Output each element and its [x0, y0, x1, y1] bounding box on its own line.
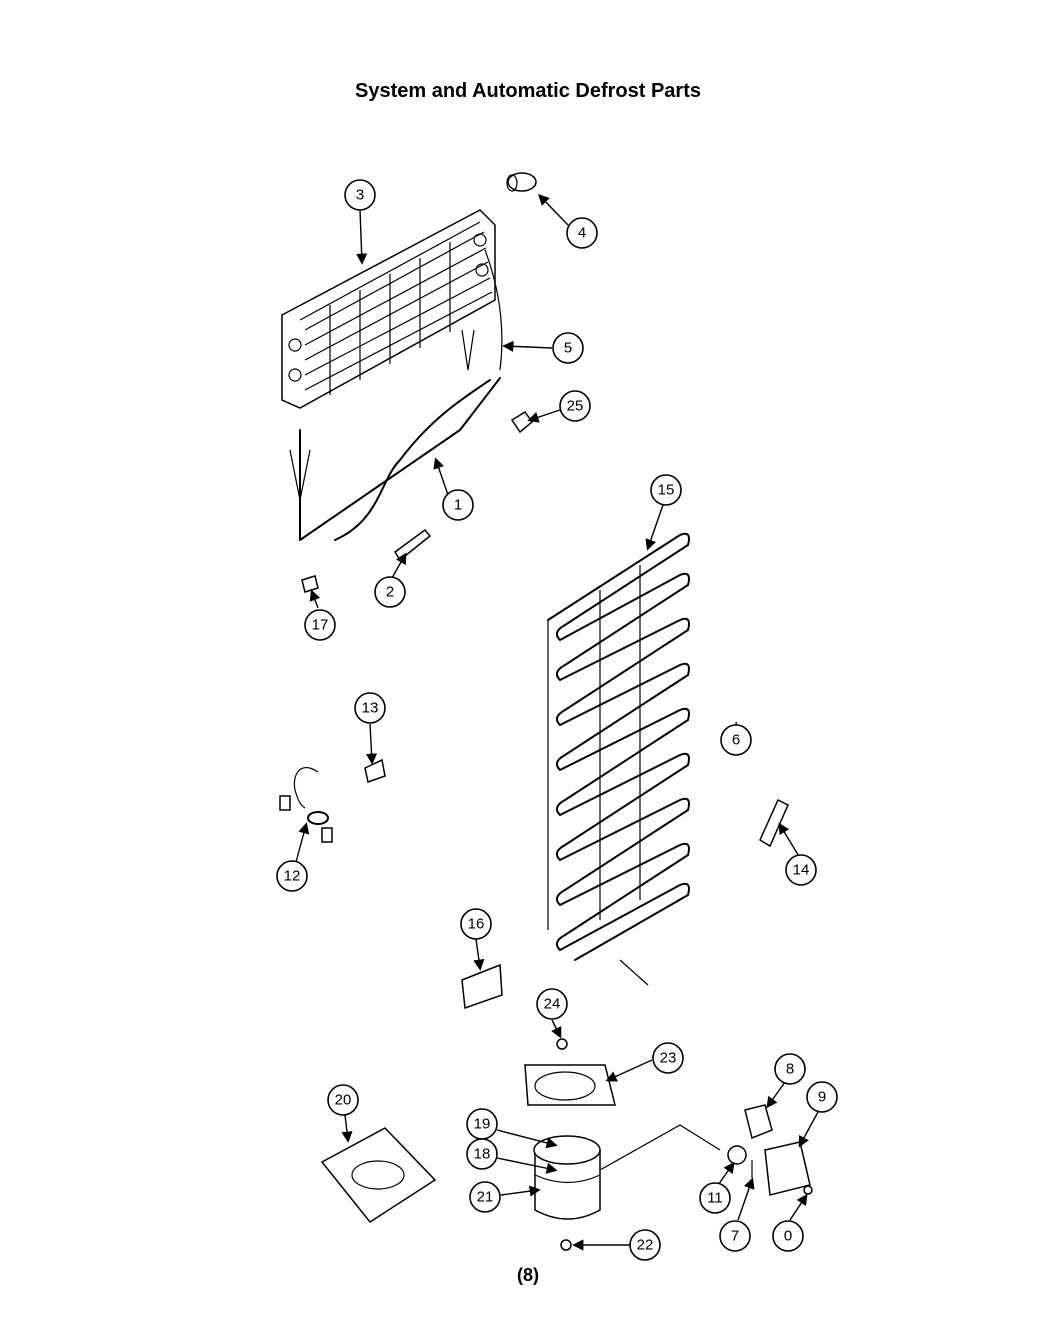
- callout-2: 2: [374, 576, 406, 608]
- svg-text:21: 21: [477, 1189, 494, 1206]
- grommet-24-drawing: [556, 1038, 568, 1050]
- svg-text:8: 8: [786, 1061, 794, 1078]
- callout-13: 13: [354, 692, 386, 724]
- callout-25: 25: [559, 390, 591, 422]
- base-plate-20-drawing: [320, 1127, 437, 1223]
- harness-12-drawing: [279, 767, 333, 843]
- svg-text:17: 17: [312, 617, 329, 634]
- bracket-13-drawing: [364, 758, 386, 783]
- svg-text:25: 25: [567, 398, 584, 415]
- drain-tray-23-drawing: [524, 1064, 616, 1106]
- drier-14-drawing: [759, 798, 789, 848]
- svg-text:23: 23: [660, 1050, 677, 1067]
- svg-text:4: 4: [578, 225, 586, 242]
- svg-text:9: 9: [818, 1089, 826, 1106]
- callout-24: 24: [536, 988, 568, 1020]
- relay-assembly-drawing: [727, 1104, 813, 1196]
- evaporator-drawing: [281, 209, 496, 409]
- callout-15: 15: [650, 474, 682, 506]
- svg-text:16: 16: [468, 916, 485, 933]
- callout-11: 11: [699, 1182, 731, 1214]
- connector-25-drawing: [510, 410, 534, 434]
- callout-23: 23: [652, 1042, 684, 1074]
- callout-12: 12: [276, 860, 308, 892]
- svg-text:15: 15: [658, 482, 675, 499]
- clip-drawing: [506, 172, 537, 192]
- svg-text:14: 14: [793, 862, 810, 879]
- callout-22: 22: [629, 1229, 661, 1261]
- svg-text:2: 2: [386, 584, 394, 601]
- svg-text:1: 1: [454, 497, 462, 514]
- callout-8: 8: [774, 1053, 806, 1085]
- compressor-drawing: [533, 1124, 721, 1220]
- defrost-heater-drawing: [289, 249, 503, 541]
- svg-text:24: 24: [544, 996, 561, 1013]
- callout-7: 7: [719, 1220, 751, 1252]
- callout-19: 19: [466, 1108, 498, 1140]
- callout-18: 18: [466, 1138, 498, 1170]
- svg-text:19: 19: [474, 1116, 491, 1133]
- svg-text:0: 0: [784, 1228, 792, 1245]
- svg-text:3: 3: [356, 187, 364, 204]
- callout-3: 3: [344, 179, 376, 211]
- callout-10: 0: [772, 1220, 804, 1252]
- condenser-coil-drawing: [547, 532, 690, 986]
- grommet-22-drawing: [560, 1239, 572, 1251]
- svg-text:13: 13: [362, 700, 379, 717]
- page-number: (8): [517, 1265, 539, 1285]
- svg-text:20: 20: [335, 1092, 352, 1109]
- callout-1: 1: [442, 489, 474, 521]
- plug-17-drawing: [301, 575, 319, 593]
- callout-4: 4: [566, 217, 598, 249]
- callout-20: 20: [327, 1084, 359, 1116]
- callout-6: 6: [720, 724, 752, 756]
- callout-17: 17: [304, 609, 336, 641]
- callout-16: 16: [460, 908, 492, 940]
- svg-text:18: 18: [474, 1146, 491, 1163]
- tube-drawing: [393, 528, 432, 562]
- page-title: System and Automatic Defrost Parts: [354, 80, 701, 102]
- bracket-16-drawing: [461, 963, 503, 1010]
- callout-14: 14: [785, 854, 817, 886]
- callout-9: 9: [806, 1081, 838, 1113]
- callout-5: 5: [552, 332, 584, 364]
- svg-text:5: 5: [564, 340, 572, 357]
- svg-text:12: 12: [284, 868, 301, 885]
- svg-text:22: 22: [637, 1237, 654, 1254]
- callout-21: 21: [469, 1181, 501, 1213]
- svg-text:6: 6: [732, 732, 740, 749]
- svg-text:11: 11: [707, 1190, 723, 1207]
- svg-text:7: 7: [731, 1228, 739, 1245]
